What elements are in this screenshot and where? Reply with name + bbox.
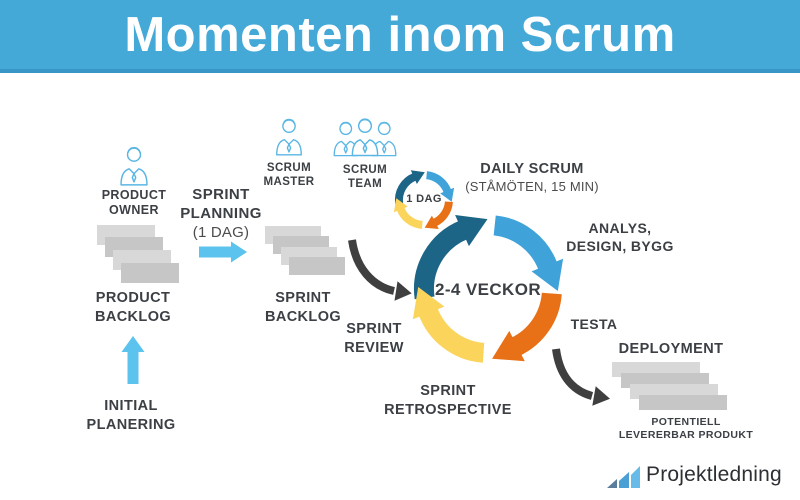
deployment-cards xyxy=(612,362,732,412)
scrum-master-label: SCRUM MASTER xyxy=(263,162,315,188)
sprint-length-label: 2-4 VECKOR xyxy=(434,280,542,299)
backlog-to-cycle-arrowhead xyxy=(394,281,412,301)
logo-bar-1 xyxy=(607,479,617,488)
testa-label: TESTA xyxy=(570,316,618,332)
scrum-team-label: SCRUM TEAM xyxy=(342,164,388,190)
initial-planering-arrow xyxy=(121,336,145,384)
product-backlog-cards xyxy=(97,225,197,285)
product-card xyxy=(639,395,727,410)
sprint-backlog-cards xyxy=(265,226,360,278)
projektledning-logo: Projektledning xyxy=(605,460,782,490)
backlog-card xyxy=(289,257,345,275)
cycle-arc-yellow xyxy=(418,307,485,363)
deployment-label: DEPLOYMENT xyxy=(618,341,724,357)
header-banner: Momenten inom Scrum xyxy=(0,0,800,73)
logo-bar-3 xyxy=(631,466,640,488)
sprint-planning-arrow xyxy=(199,241,247,263)
sprint-review-label: SPRINT REVIEW xyxy=(344,321,404,356)
cycle-arrowhead-teal xyxy=(410,170,425,184)
cycle-arc-yellow xyxy=(396,206,423,229)
logo-bars-icon xyxy=(607,466,640,488)
one-dag-label: 1 DAG xyxy=(406,193,442,205)
person-icon xyxy=(121,148,147,185)
cycle-arrowhead-blue xyxy=(440,187,455,202)
cycle-arc-orange xyxy=(510,292,562,357)
cycle-to-deployment-arrowhead xyxy=(592,386,610,406)
person-icon xyxy=(277,119,302,154)
cycle-arc-blue xyxy=(493,215,558,271)
product-backlog-label: PRODUCT BACKLOG xyxy=(94,290,172,325)
cycle-arrowhead-orange xyxy=(492,330,525,362)
cycle-arrowhead-orange xyxy=(424,215,439,229)
scrum-master-icon xyxy=(271,114,307,158)
analys-design-bygg-label: ANALYS, DESIGN, BYGG xyxy=(566,220,674,254)
page-title: Momenten inom Scrum xyxy=(124,8,676,62)
cycle-arrowhead-teal xyxy=(455,215,488,247)
sprint-backlog-label: SPRINT BACKLOG xyxy=(264,290,342,325)
scrum-team-icon xyxy=(333,118,397,157)
product-owner-label: PRODUCT OWNER xyxy=(101,188,167,217)
cycle-arc-blue xyxy=(425,171,452,194)
person-icon xyxy=(351,118,379,157)
potentiell-produkt-label: POTENTIELL LEVERERBAR PRODUKT xyxy=(618,416,754,441)
cycle-to-deployment-arrow xyxy=(552,348,594,400)
backlog-card xyxy=(121,263,179,283)
daily-scrum-label: DAILY SCRUM (STÅMÖTEN, 15 MIN) xyxy=(465,161,599,194)
logo-text: Projektledning xyxy=(646,463,782,486)
logo-bar-2 xyxy=(619,472,629,488)
sprint-retrospective-label: SPRINT RETROSPECTIVE xyxy=(384,383,512,418)
sprint-planning-label: SPRINT PLANNING (1 DAG) xyxy=(180,186,262,241)
product-owner-icon xyxy=(115,142,153,188)
initial-planering-label: INITIAL PLANERING xyxy=(86,398,176,433)
